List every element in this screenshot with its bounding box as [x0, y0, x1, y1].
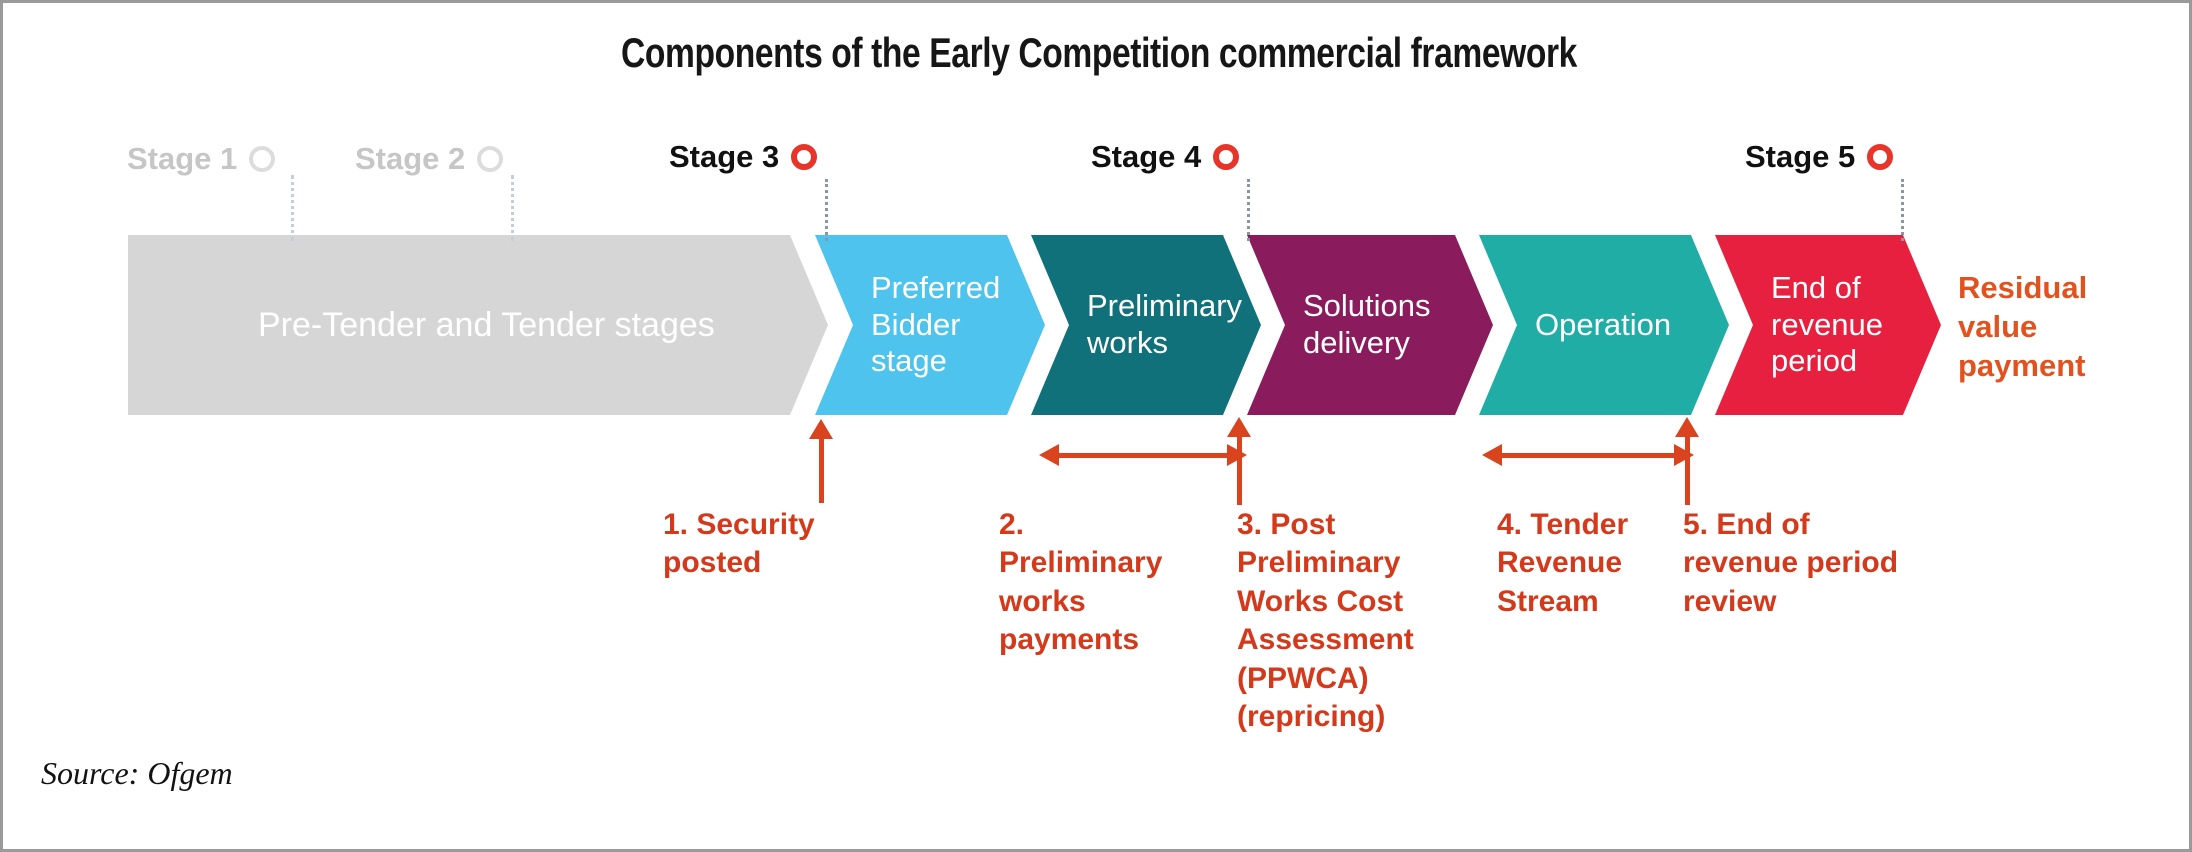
- chevron-operation[interactable]: Operation: [1479, 235, 1729, 415]
- stage-stem-4: [1247, 179, 1250, 241]
- callout-2-preliminary-works-payments: 2. Preliminary works payments: [999, 508, 1163, 657]
- stage-ring-icon: [1867, 143, 1894, 170]
- stage-ring-icon: [1213, 143, 1240, 170]
- callout-4-tender-revenue-stream: 4. Tender Revenue Stream: [1497, 508, 1629, 618]
- chevron-solutions-delivery[interactable]: Solutions delivery: [1247, 235, 1493, 415]
- stage-ring-icon: [477, 145, 504, 172]
- chevron-preferred-bidder-stage[interactable]: Preferred Bidder stage: [815, 235, 1045, 415]
- stage-marker-1-label: Stage 1: [127, 141, 238, 176]
- stage-stem-1: [291, 175, 294, 241]
- chevron-pre-tender-and-tender-stages[interactable]: Pre-Tender and Tender stages: [128, 235, 828, 415]
- chevron-label: Preliminary works: [1087, 288, 1243, 360]
- callout-1-security-posted: 1. Security posted: [663, 508, 815, 580]
- chevron-label: Operation: [1535, 306, 1672, 342]
- stage-marker-1: Stage 1: [127, 141, 276, 176]
- chevron-label: Solutions delivery: [1303, 288, 1431, 360]
- stage-marker-5-label: Stage 5: [1745, 139, 1856, 174]
- stage-marker-5: Stage 5: [1745, 139, 1894, 174]
- stage-marker-4: Stage 4: [1091, 139, 1240, 174]
- stage-ring-icon: [791, 143, 818, 170]
- stage-marker-2: Stage 2: [355, 141, 504, 176]
- chevron-end-of-revenue-period[interactable]: End of revenue period: [1715, 235, 1941, 415]
- stage-stem-5: [1901, 179, 1904, 241]
- stage-marker-3-label: Stage 3: [669, 139, 780, 174]
- chevron-preliminary-works[interactable]: Preliminary works: [1031, 235, 1261, 415]
- stage-marker-4-label: Stage 4: [1091, 139, 1202, 174]
- stage-ring-icon: [249, 145, 276, 172]
- source-note: Source: Ofgem: [41, 755, 233, 791]
- chevron-band: Pre-Tender and Tender stages Preferred B…: [3, 235, 2192, 415]
- figure-title: Components of the Early Competition comm…: [621, 29, 1577, 76]
- residual-value-payment-note: Residual value payment: [1958, 270, 2088, 383]
- chevron-label: Pre-Tender and Tender stages: [258, 305, 715, 344]
- callout-3-post-preliminary-works-cost-assessment: 3. Post Preliminary Works Cost Assessmen…: [1237, 508, 1414, 733]
- chevron-label: End of revenue period: [1771, 270, 1884, 379]
- stage-stem-2: [511, 175, 514, 241]
- stage-marker-2-label: Stage 2: [355, 141, 466, 176]
- callout-5-end-of-revenue-period-review: 5. End of revenue period review: [1683, 508, 1899, 618]
- stage-stem-3: [825, 179, 828, 241]
- chevron-label: Preferred Bidder stage: [871, 270, 1001, 379]
- stage-marker-3: Stage 3: [669, 139, 818, 174]
